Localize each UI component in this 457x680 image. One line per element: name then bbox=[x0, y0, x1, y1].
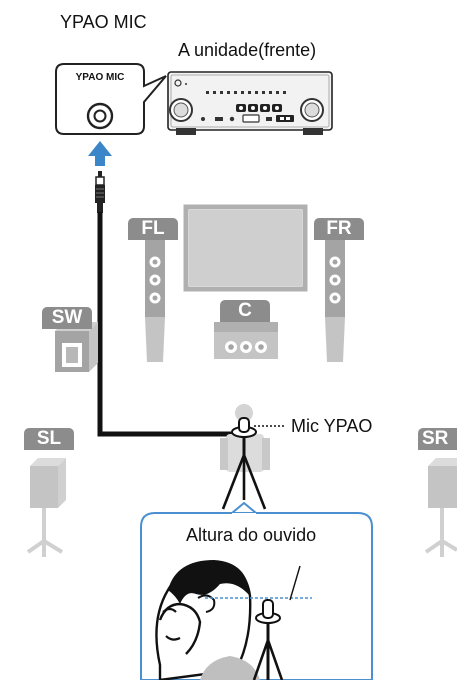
ypao-jack-label: YPAO MIC bbox=[75, 72, 125, 83]
speaker-fr-body bbox=[325, 240, 345, 362]
ear-level-indicator bbox=[205, 565, 312, 680]
speaker-sl-body bbox=[26, 458, 66, 557]
speaker-sr-body bbox=[424, 458, 457, 557]
ypao-mic-title: YPAO MIC bbox=[60, 12, 147, 32]
speaker-sw-tag: SW bbox=[42, 307, 92, 329]
tv-screen bbox=[183, 204, 308, 292]
person-head bbox=[155, 560, 260, 680]
blue-up-arrow bbox=[88, 141, 112, 166]
speaker-fl-tag: FL bbox=[128, 218, 178, 240]
speaker-sw-body bbox=[55, 322, 98, 372]
speaker-fl-body bbox=[145, 240, 165, 362]
mic-cable bbox=[97, 212, 242, 437]
av-receiver-unit bbox=[167, 71, 333, 135]
speaker-c-body bbox=[214, 322, 278, 359]
speaker-sl-tag: SL bbox=[24, 428, 74, 450]
unit-front-label: A unidade(frente) bbox=[178, 40, 317, 60]
speaker-fr-tag: FR bbox=[314, 218, 364, 240]
ear-height-label: Altura do ouvido bbox=[186, 525, 317, 545]
listening-position bbox=[220, 404, 270, 472]
ypao-mic-on-tripod bbox=[221, 417, 286, 510]
speaker-c-tag: C bbox=[220, 300, 270, 322]
ypao-jack-callout bbox=[55, 63, 167, 135]
mic-ypao-label: Mic YPAO bbox=[291, 416, 373, 436]
mic-plug bbox=[95, 171, 105, 213]
speaker-sr-tag: SR bbox=[418, 428, 457, 450]
